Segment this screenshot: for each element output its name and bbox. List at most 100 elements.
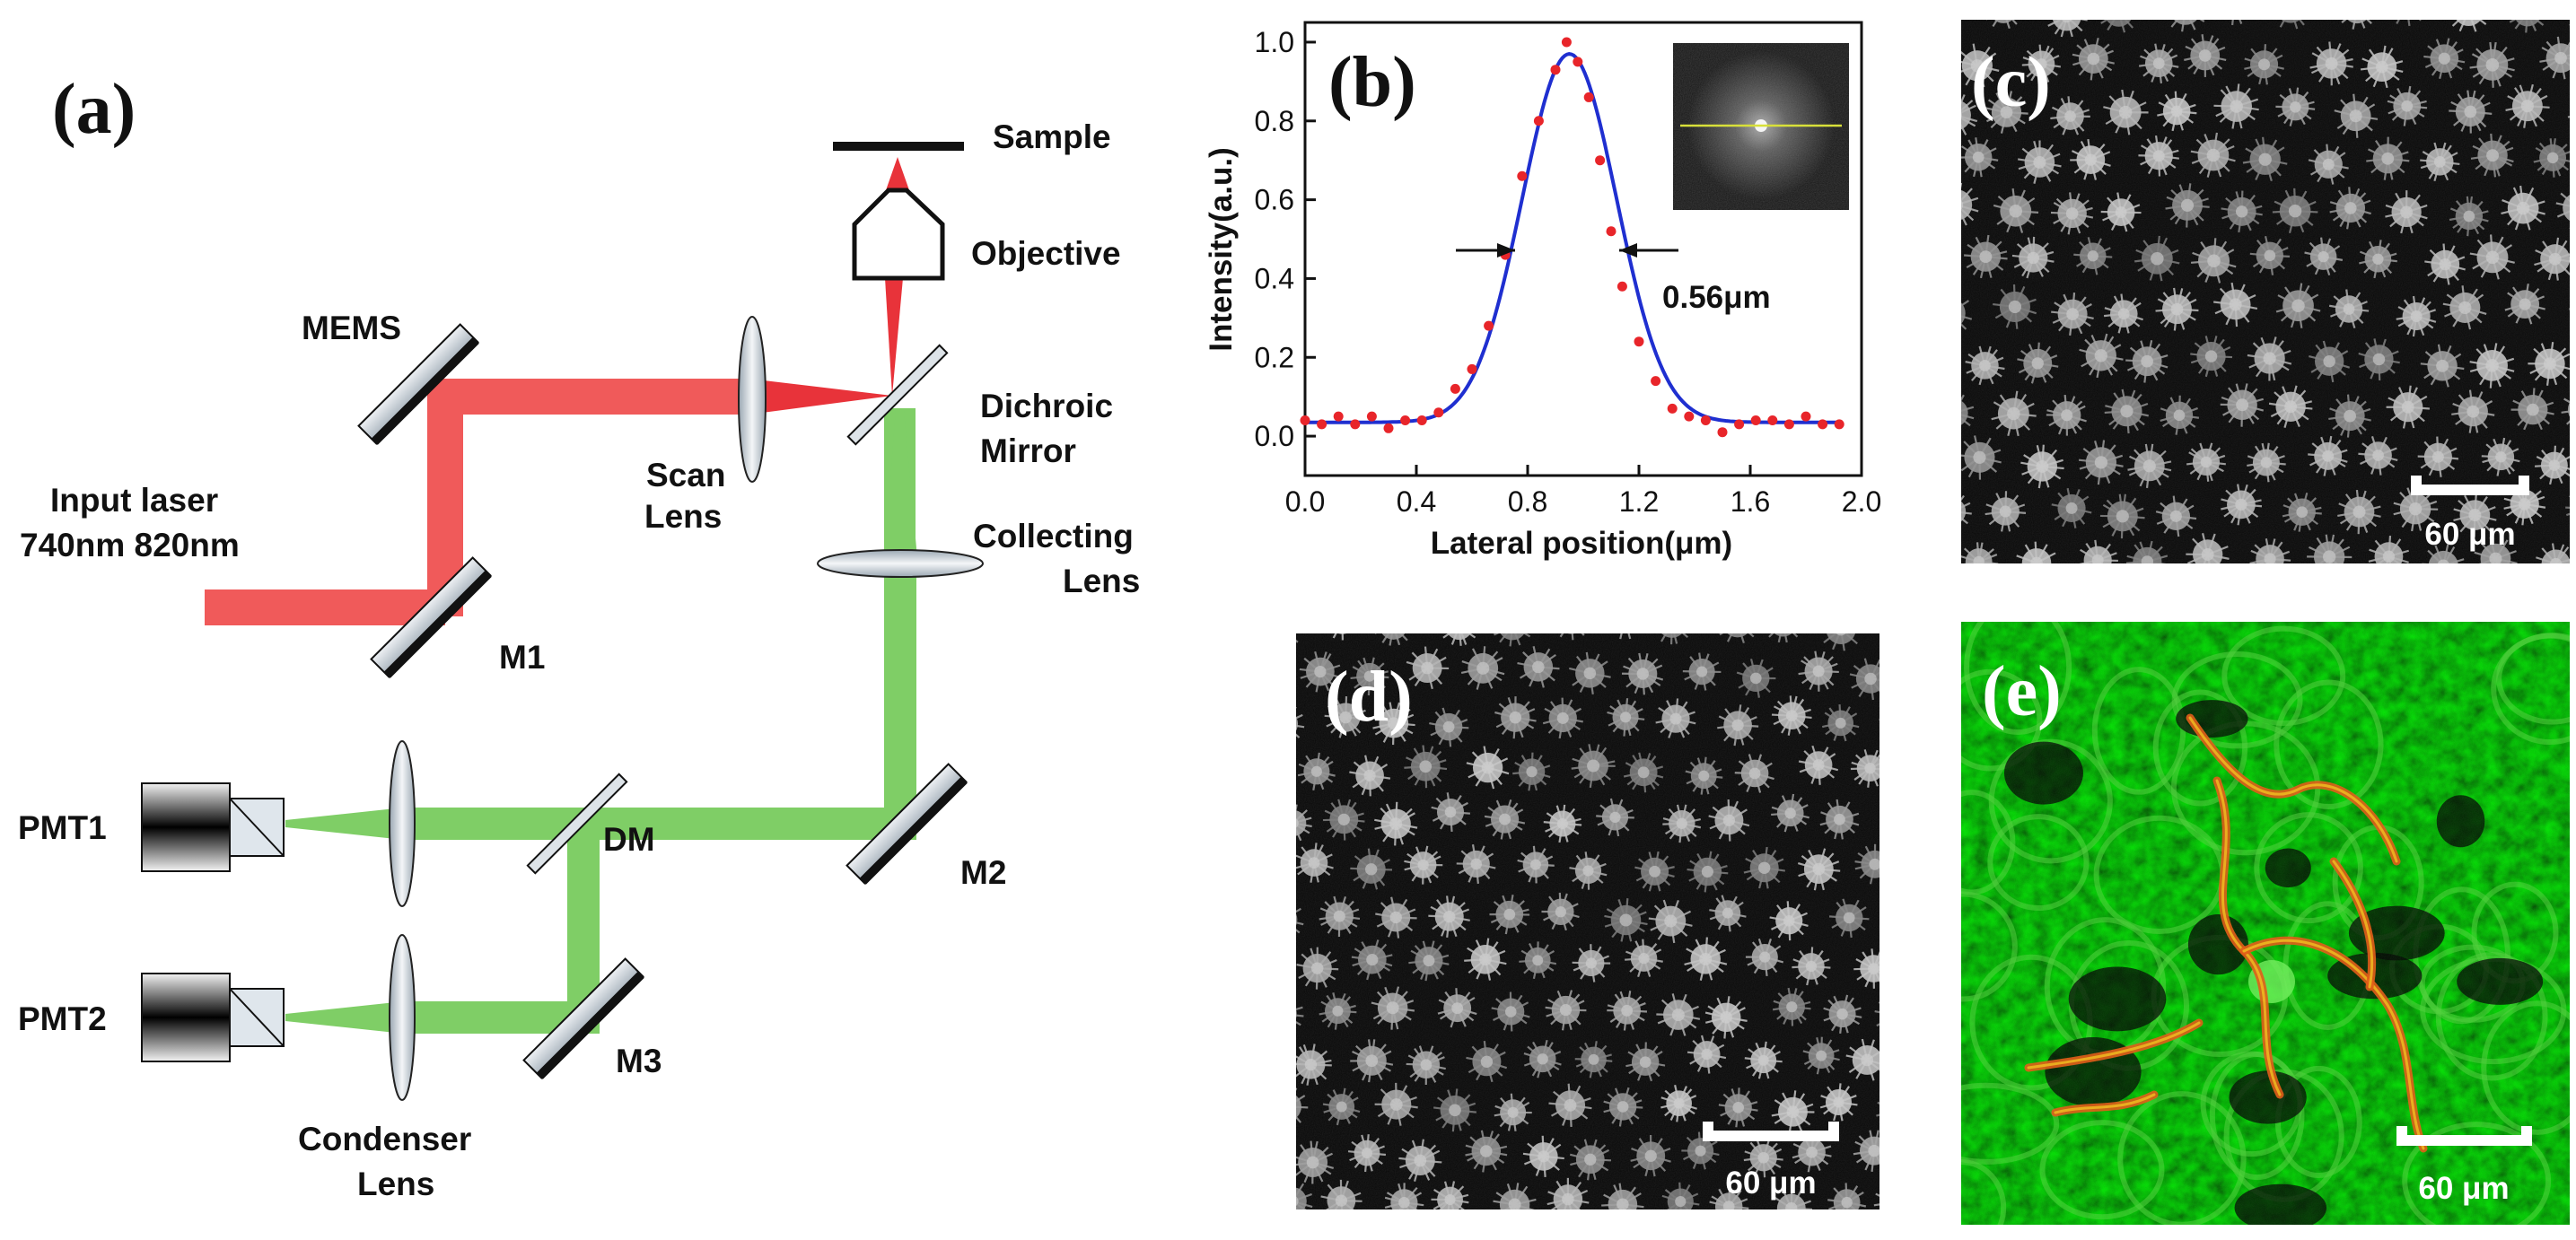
data-point bbox=[1767, 415, 1778, 426]
x-tick-label: 0.4 bbox=[1397, 485, 1436, 518]
micrograph-c: (c) 60 μm bbox=[1923, 0, 2570, 563]
dm-dichroic bbox=[526, 773, 628, 875]
fluorescence-to-pmt2 bbox=[285, 1001, 404, 1034]
objective-label: Objective bbox=[971, 235, 1121, 272]
panel-b-label: (b) bbox=[1328, 43, 1416, 122]
input-laser-label-1: Input laser bbox=[50, 482, 218, 519]
x-tick-label: 0.8 bbox=[1508, 485, 1547, 518]
data-point bbox=[1734, 419, 1745, 430]
psf-inset-image bbox=[1673, 43, 1849, 210]
scan-lens bbox=[738, 316, 767, 483]
data-point bbox=[1583, 92, 1594, 102]
data-point bbox=[1350, 419, 1361, 430]
cell-blob bbox=[1923, 0, 1967, 30]
dichroic-label-2: Mirror bbox=[980, 432, 1076, 469]
scale-bar-e bbox=[2396, 1126, 2532, 1146]
data-point bbox=[1561, 37, 1572, 48]
y-tick-label: 0.6 bbox=[1255, 184, 1294, 216]
mems-mirror bbox=[357, 323, 479, 445]
m3-mirror bbox=[522, 957, 644, 1079]
m2-mirror bbox=[846, 763, 968, 885]
m3-label: M3 bbox=[616, 1043, 662, 1079]
data-point bbox=[1667, 403, 1678, 414]
y-tick-label: 0.0 bbox=[1255, 420, 1294, 452]
data-point bbox=[1684, 411, 1695, 422]
fwhm-annotation: 0.56μm bbox=[1662, 280, 1771, 315]
data-point bbox=[1783, 419, 1794, 430]
x-tick-label: 1.2 bbox=[1619, 485, 1659, 518]
cell-blob bbox=[1879, 701, 1921, 742]
collecting-lens-label-2: Lens bbox=[1063, 563, 1140, 599]
sample-bar bbox=[833, 142, 964, 151]
laser-to-objective bbox=[885, 278, 903, 396]
x-tick-label: 1.6 bbox=[1730, 485, 1770, 518]
cell-blob bbox=[1873, 1192, 1879, 1207]
x-tick-label: 0.0 bbox=[1285, 485, 1325, 518]
m2-label: M2 bbox=[960, 854, 1006, 891]
y-axis-ticks: 0.00.20.40.60.81.0 bbox=[1255, 26, 1316, 452]
condenser-lens-1 bbox=[389, 740, 416, 907]
dichroic-mirror bbox=[846, 344, 949, 446]
collecting-lens-label-1: Collecting bbox=[973, 518, 1134, 555]
data-point bbox=[1484, 320, 1494, 331]
panel-c-label: (c) bbox=[1971, 43, 2051, 122]
data-point bbox=[1818, 419, 1828, 430]
cell-blob bbox=[1883, 796, 1925, 838]
data-point bbox=[1467, 363, 1477, 374]
condenser-lens-2 bbox=[389, 934, 416, 1101]
pmt2-label: PMT2 bbox=[18, 1000, 107, 1037]
dm-label: DM bbox=[603, 821, 655, 858]
data-point bbox=[1834, 419, 1844, 430]
condenser-label-1: Condenser bbox=[298, 1121, 471, 1157]
laser-to-sample bbox=[886, 157, 909, 190]
data-point bbox=[1550, 65, 1561, 75]
data-point bbox=[1416, 415, 1427, 426]
scan-lens-label-1: Scan bbox=[646, 457, 725, 493]
data-point bbox=[1573, 57, 1583, 67]
data-point bbox=[1366, 411, 1377, 422]
y-tick-label: 0.2 bbox=[1255, 341, 1294, 373]
fluorescence-beam-horizontal bbox=[404, 808, 916, 840]
data-point bbox=[1651, 376, 1661, 387]
mems-label: MEMS bbox=[302, 310, 401, 346]
cell-blob bbox=[1881, 897, 1919, 936]
data-point bbox=[1617, 281, 1627, 292]
data-point bbox=[1750, 415, 1761, 426]
data-point bbox=[1634, 336, 1644, 347]
data-point bbox=[1383, 423, 1394, 433]
data-point bbox=[1700, 415, 1711, 426]
y-axis-label: Intensity(a.u.) bbox=[1204, 147, 1239, 352]
data-point bbox=[1801, 411, 1811, 422]
fluorescence-beam-dm bbox=[567, 824, 600, 1019]
data-point bbox=[1517, 170, 1528, 181]
fluorescence-beam-vertical bbox=[884, 556, 916, 825]
scan-lens-label-2: Lens bbox=[644, 498, 722, 535]
data-point bbox=[1317, 419, 1327, 430]
panel-e-label: (e) bbox=[1982, 652, 2062, 731]
data-points bbox=[1300, 37, 1844, 438]
data-point bbox=[1300, 415, 1310, 426]
m1-label: M1 bbox=[499, 639, 545, 676]
data-point bbox=[1595, 155, 1606, 166]
cell-blob bbox=[1876, 1101, 1879, 1122]
collecting-lens bbox=[817, 549, 984, 578]
condenser-label-2: Lens bbox=[357, 1166, 434, 1202]
panel-a-label: (a) bbox=[52, 70, 136, 149]
data-point bbox=[1533, 116, 1544, 127]
data-point bbox=[1450, 383, 1460, 394]
objective-icon bbox=[852, 188, 945, 281]
cell-blob bbox=[1619, 633, 1632, 640]
panel-d-label: (d) bbox=[1325, 658, 1413, 737]
fluorescence-to-pmt1 bbox=[285, 808, 404, 840]
dichroic-label-1: Dichroic bbox=[980, 388, 1113, 424]
pmt1-detector bbox=[141, 782, 285, 872]
cell-blob bbox=[1883, 602, 1921, 639]
m1-mirror bbox=[370, 556, 492, 678]
sample-label: Sample bbox=[993, 118, 1111, 155]
input-laser-beam bbox=[205, 589, 445, 625]
data-point bbox=[1433, 407, 1444, 418]
data-point bbox=[1333, 411, 1344, 422]
pmt2-detector bbox=[141, 973, 285, 1062]
setup-diagram: (a) Sample Objective MEMS Scan Lens Dich… bbox=[18, 70, 1140, 1202]
cell-blob bbox=[1874, 1001, 1879, 1027]
